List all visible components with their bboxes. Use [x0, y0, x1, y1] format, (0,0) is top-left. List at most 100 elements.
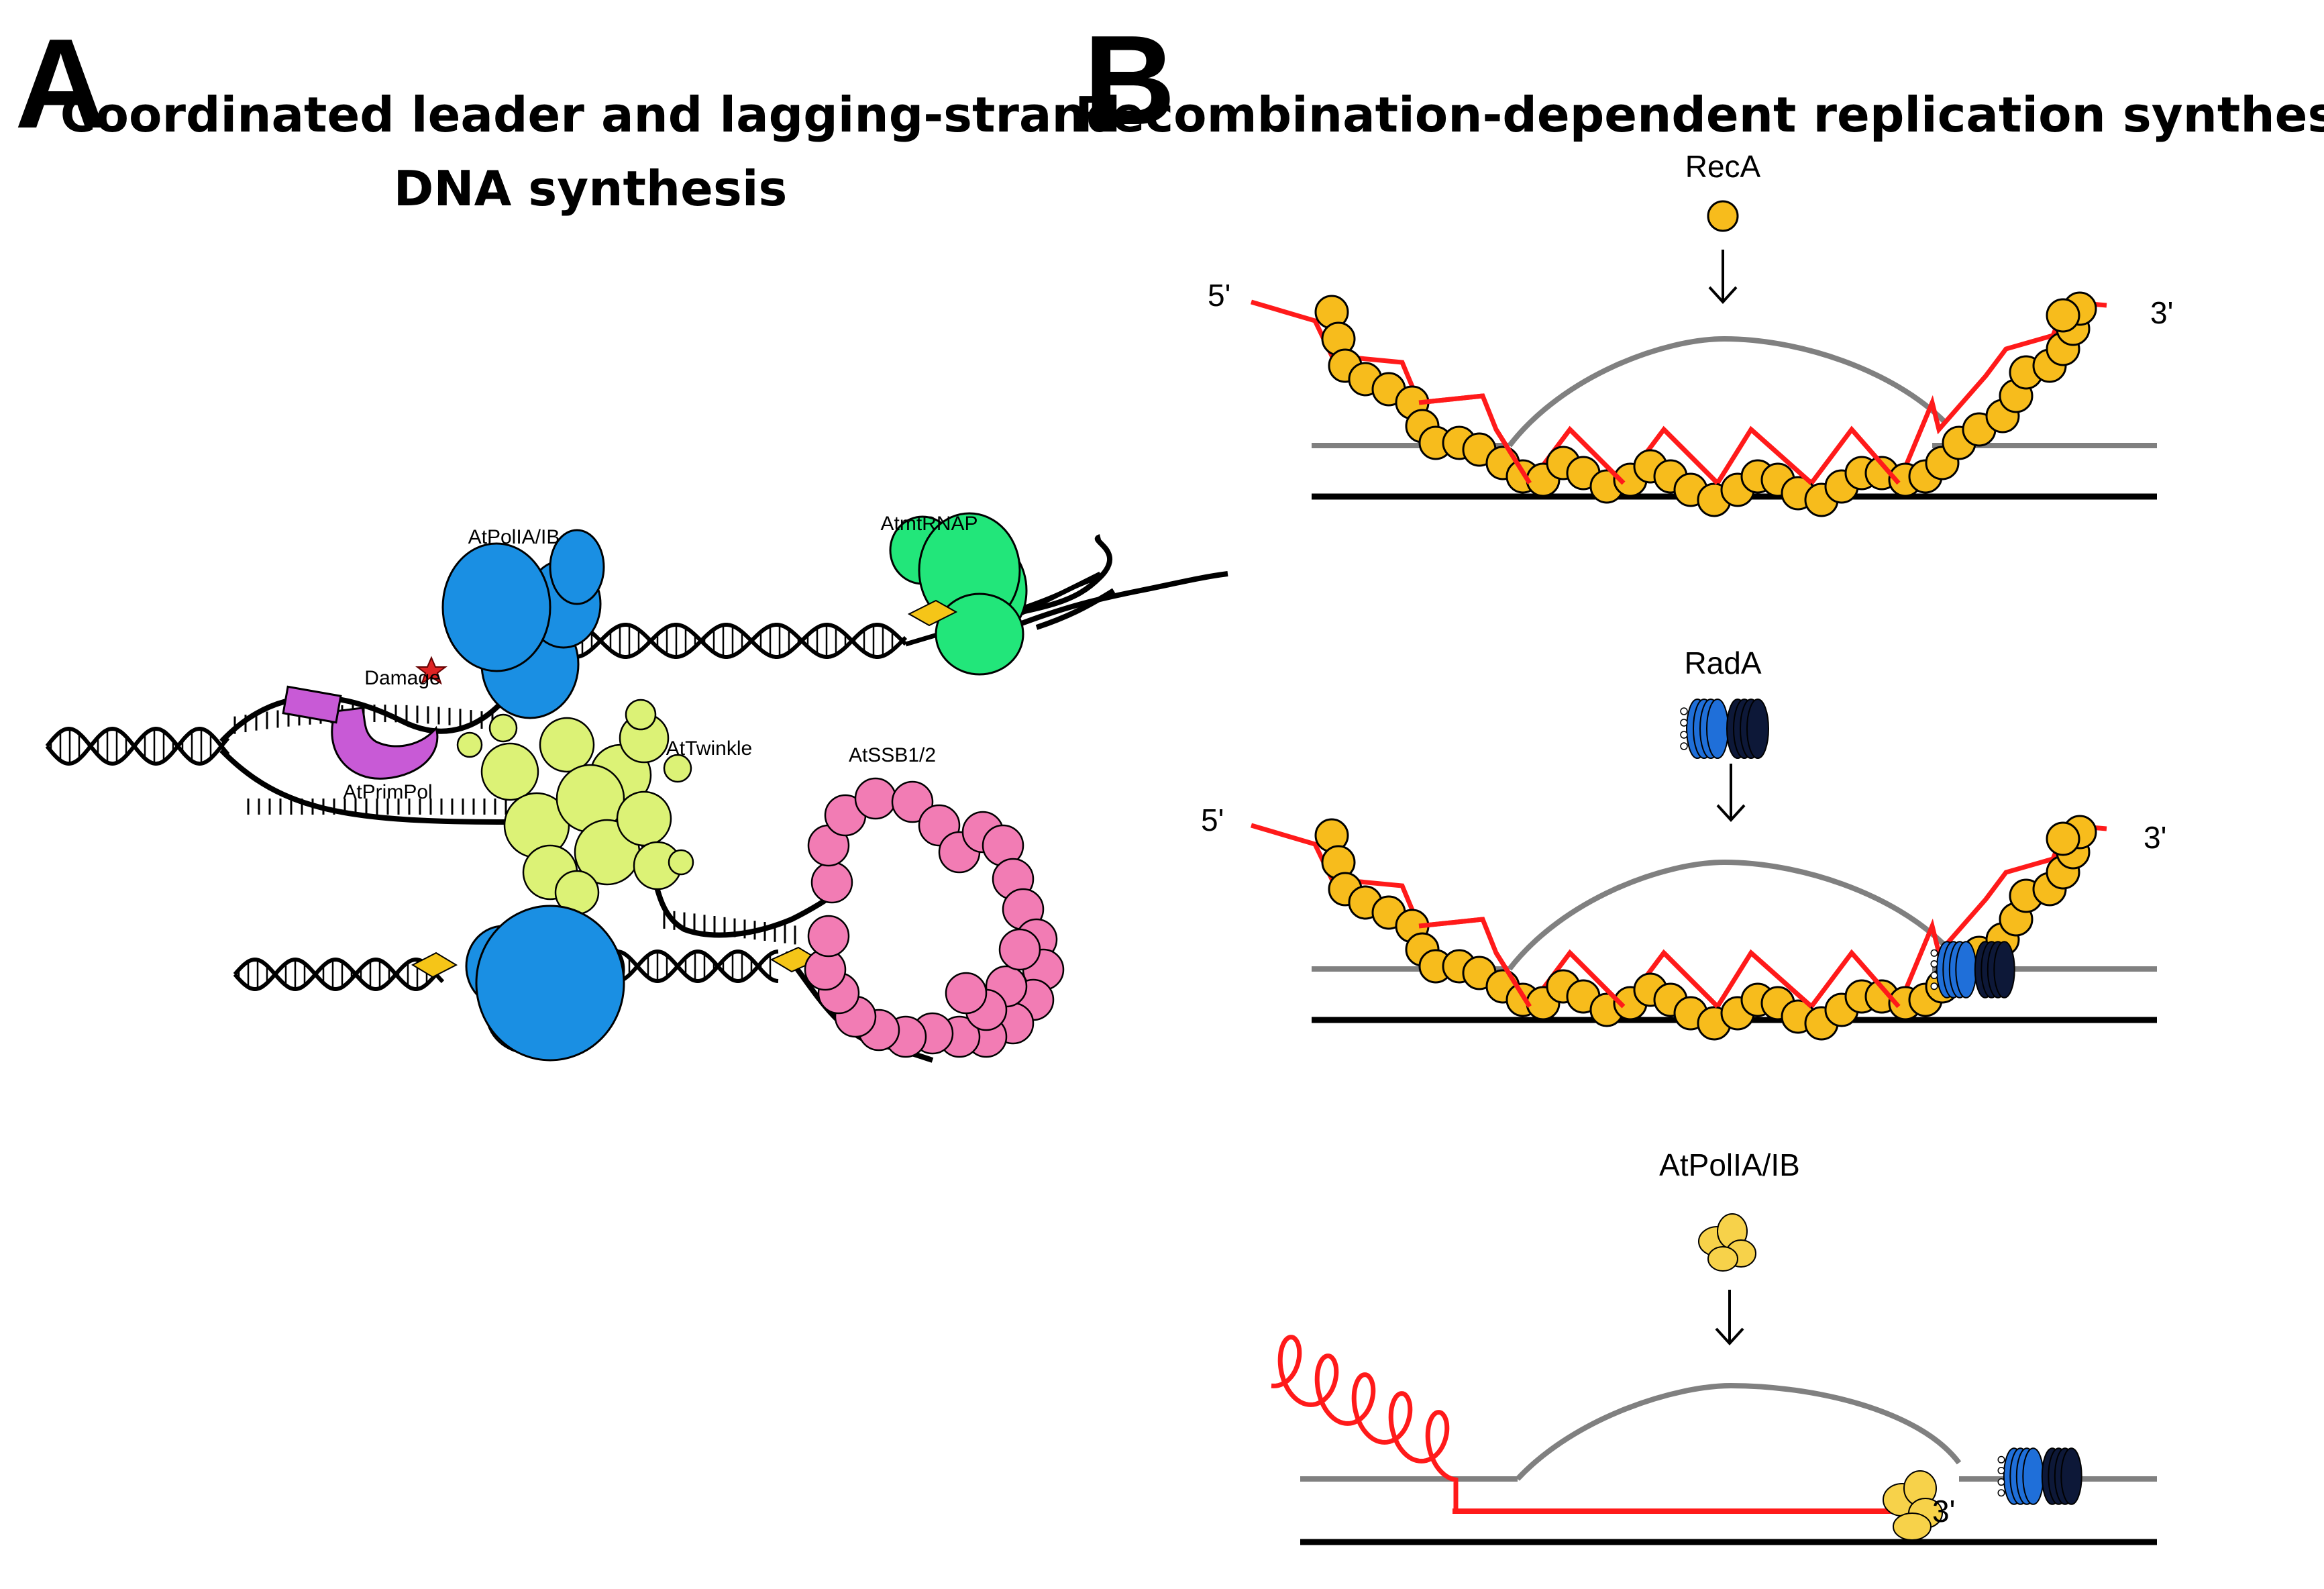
label-rnap: AtmtRNAP [880, 513, 978, 535]
primpol-body [331, 707, 439, 780]
ssb-loop [804, 777, 1065, 1058]
d-loop-1 [1251, 291, 2157, 517]
panel-a-title-line1: Coordinated leader and lagging-strand [60, 87, 1121, 143]
damage-star-icon [415, 656, 447, 685]
twinkle-subunit [668, 849, 694, 876]
rada-dot [1997, 1478, 2005, 1486]
ssb-tetramer [945, 972, 988, 1015]
ssdna-segment [1850, 951, 1901, 1009]
ssdna-segment [1418, 393, 1483, 405]
rada-dot [1680, 719, 1688, 727]
ssdna-segment [1568, 427, 1626, 485]
twinkle-subunit [480, 742, 539, 801]
rada-subunit-dark [1993, 941, 2015, 998]
panel-b-title: Recombination-dependent replication synt… [1075, 87, 2324, 143]
rada-dot [1930, 949, 1938, 957]
rada-subunit-light [1955, 941, 1977, 998]
panel-a-letter: A [15, 13, 107, 155]
panel-b: B Recombination-dependent replication sy… [1075, 9, 2324, 1545]
arrow-down-icon [1715, 1290, 1744, 1345]
ssdna-segment [1662, 951, 1720, 1009]
rada-dot [1680, 707, 1688, 715]
primers [411, 599, 958, 978]
rada-on-dna [1997, 1447, 2082, 1505]
rada-subunit-light [2022, 1447, 2044, 1505]
ssb-tetramer [810, 861, 853, 904]
label-5prime-1: 5' [1208, 278, 1230, 313]
primer-left [411, 952, 458, 978]
ssdna-segment [1494, 952, 1532, 1008]
rada-dot [1930, 960, 1938, 968]
label-3prime-3: 3' [1932, 1494, 1955, 1529]
label-polymerase-b: AtPolIA/IB [1659, 1147, 1800, 1182]
rada-subunit-dark [2060, 1447, 2082, 1505]
polymerase-top [441, 529, 605, 719]
reca-bead [2046, 821, 2080, 856]
label-polymerase: AtPolIA/IB [468, 526, 560, 548]
twinkle-subunit [625, 699, 657, 731]
rada-dot [1930, 972, 1938, 980]
rada-icon [1680, 699, 1769, 759]
ssb-tetramer [807, 915, 850, 958]
helix-parental [45, 726, 230, 766]
label-rada: RadA [1684, 646, 1761, 680]
rada-dot [1680, 731, 1688, 739]
twinkle-subunit [616, 790, 672, 847]
twinkle-subunit [539, 717, 595, 773]
label-ssb: AtSSB1/2 [849, 744, 936, 766]
rada-dot [1680, 742, 1688, 750]
label-damage: Damage [364, 667, 440, 689]
rada-subunit-dark [1746, 699, 1769, 759]
label-twinkle: AtTwinkle [666, 737, 752, 760]
label-3prime-2: 3' [2144, 820, 2166, 855]
d-loop-2 [1251, 815, 2157, 1041]
d-loop-3 [1271, 1335, 2157, 1545]
polymerase-bottom [465, 905, 625, 1062]
rada-dot [1930, 982, 1938, 990]
rada-dot [1997, 1489, 2005, 1497]
ssdna-segment [1749, 951, 1813, 1009]
primpol-shape [282, 685, 439, 780]
polymerase-icon-b [1698, 1213, 1756, 1272]
rada-dot [1997, 1455, 2005, 1464]
ssdna-segment [1850, 427, 1901, 485]
twinkle-helicase [456, 699, 694, 915]
ssdna-segment [1568, 951, 1626, 1009]
label-3prime-1: 3' [2150, 295, 2173, 330]
displaced-strand [1507, 859, 1948, 971]
step-rada-binding: RadA 5' 3' [1201, 646, 2166, 1041]
label-reca: RecA [1685, 149, 1761, 184]
ssdna-segment [1494, 428, 1532, 484]
ssb-tetramer [854, 777, 897, 820]
helix-lagging-left [233, 957, 445, 992]
reca-bead [2046, 298, 2080, 333]
label-5prime-2: 5' [1201, 803, 1224, 837]
ssdna-segment [1662, 427, 1720, 485]
ssdna-segment [1749, 427, 1813, 485]
polymerase-on-dna [1883, 1470, 1943, 1541]
downstream-strand [1018, 571, 1228, 627]
arrow-down-icon [1716, 764, 1746, 822]
arrow-down-icon [1708, 250, 1738, 304]
rada-dot [1997, 1466, 2005, 1474]
primpol-arm [282, 685, 342, 724]
ssb-tetramer [891, 780, 934, 823]
twinkle-subunit [663, 754, 692, 783]
twinkle-subunit [456, 731, 483, 758]
displaced-coil [1271, 1335, 1459, 1510]
rnap-shape [889, 512, 1028, 676]
ssb-tetramer [998, 928, 1041, 971]
helix-leading [548, 623, 908, 659]
ssdna-segment [1418, 917, 1483, 929]
panel-b-letter: B [1084, 9, 1175, 152]
twinkle-subunit [488, 713, 518, 743]
reca-monomer [1707, 200, 1739, 232]
panel-a-title-line2: DNA synthesis [394, 160, 788, 217]
step-reca-loading: RecA 5' 3' [1208, 149, 2173, 517]
displaced-strand [1507, 336, 1948, 448]
primer-rnap [907, 599, 958, 627]
rada-subunit-light [1706, 699, 1729, 759]
panel-a: A Coordinated leader and lagging-strand … [15, 13, 1228, 1063]
step-polymerase-extension: AtPolIA/IB [1271, 1147, 2157, 1545]
